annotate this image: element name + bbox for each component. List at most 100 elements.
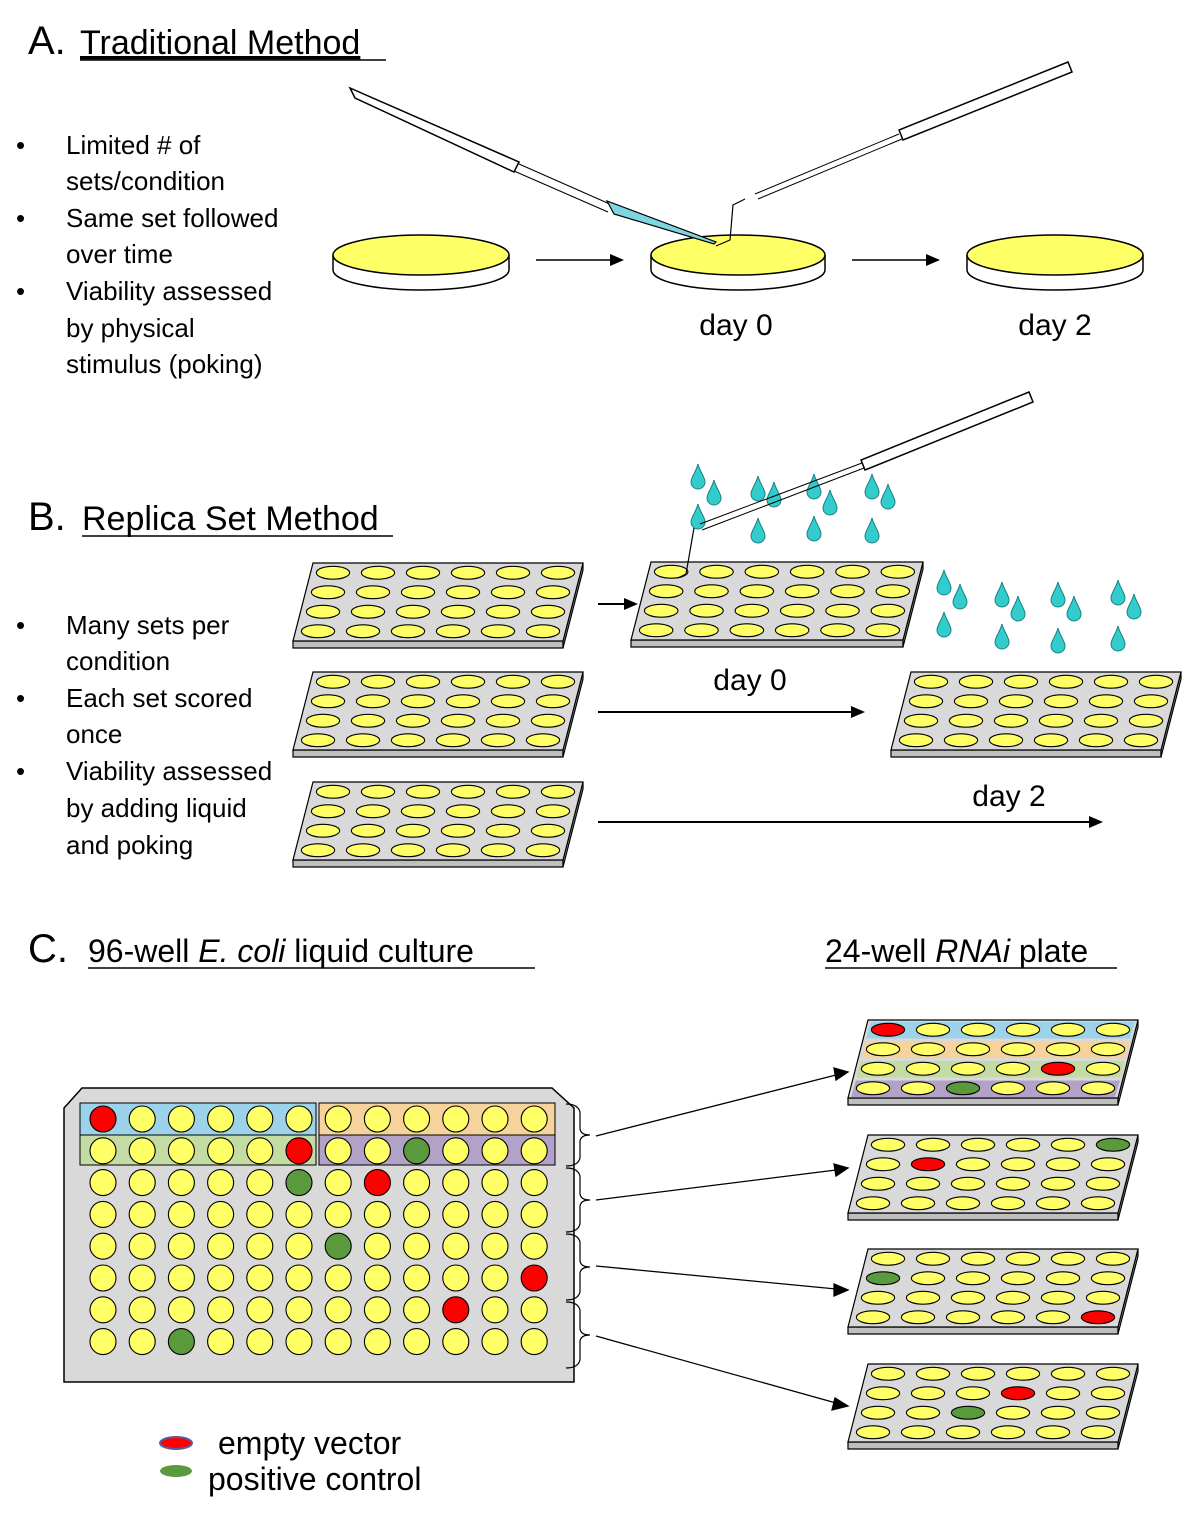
well — [246, 1169, 274, 1197]
well — [855, 1425, 891, 1440]
replica-plate-day0 — [630, 561, 924, 648]
bullet-b2-line1: Each set scored — [66, 683, 252, 713]
well — [1088, 694, 1124, 709]
well — [1083, 713, 1119, 728]
well — [960, 1022, 996, 1037]
well — [860, 1405, 896, 1420]
section-c-letter: C. — [28, 927, 68, 971]
well — [875, 584, 911, 599]
well — [990, 1196, 1026, 1211]
section-a: A. Traditional Method • Limited # of set… — [16, 19, 1144, 379]
well-empty-vector — [89, 1105, 117, 1133]
well — [1080, 1196, 1116, 1211]
well — [403, 1296, 431, 1324]
well — [900, 1081, 936, 1096]
well — [1090, 1042, 1126, 1057]
plate-edge — [847, 1212, 1119, 1221]
petri-dish-2 — [650, 234, 826, 291]
well-positive-control — [403, 1137, 431, 1165]
legend-positive-control-label: positive control — [208, 1461, 421, 1497]
well — [870, 603, 906, 618]
well — [1040, 1290, 1076, 1305]
well — [405, 565, 441, 580]
pipette-left — [348, 86, 718, 245]
well — [485, 604, 521, 619]
well — [950, 1176, 986, 1191]
section-a-bullets: • Limited # of sets/condition • Same set… — [16, 130, 278, 379]
well — [480, 843, 516, 858]
well — [324, 1105, 352, 1133]
well — [395, 823, 431, 838]
well — [915, 1251, 951, 1266]
plate-edge — [292, 749, 564, 758]
section-b: B. Replica Set Method • Many sets per co… — [16, 391, 1182, 868]
arrow-b-3 — [598, 816, 1103, 828]
well — [900, 1196, 936, 1211]
well — [789, 564, 825, 579]
well — [246, 1137, 274, 1165]
well — [910, 1042, 946, 1057]
bullet-dot: • — [16, 276, 25, 306]
well — [481, 1264, 509, 1292]
section-a-title: Traditional Method — [80, 24, 360, 62]
plate-edge — [890, 749, 1162, 758]
brace — [565, 1233, 591, 1301]
well — [835, 564, 870, 579]
well — [915, 1366, 951, 1381]
plate-top — [847, 1363, 1139, 1443]
well — [995, 1176, 1031, 1191]
well — [915, 1137, 951, 1152]
well — [1095, 1022, 1131, 1037]
droplet — [864, 517, 880, 544]
well — [390, 733, 426, 748]
petri-dish-3 — [966, 234, 1144, 291]
well — [1000, 1157, 1036, 1172]
well-empty-vector — [1040, 1061, 1076, 1076]
replica-plate-1 — [292, 562, 584, 649]
well — [285, 1232, 313, 1260]
well — [784, 584, 820, 599]
rnai-plate-4 — [847, 1363, 1139, 1450]
well — [395, 604, 431, 619]
well — [405, 784, 441, 799]
well — [960, 1137, 996, 1152]
well — [128, 1105, 156, 1133]
droplet — [806, 473, 822, 500]
well — [520, 1328, 548, 1356]
plate-top — [630, 561, 924, 641]
well — [1080, 1081, 1116, 1096]
well — [1128, 713, 1164, 728]
well — [345, 624, 381, 639]
well-positive-control — [1095, 1137, 1131, 1152]
section-b-title: Replica Set Method — [82, 500, 379, 538]
well — [305, 713, 341, 728]
well — [310, 585, 346, 600]
well — [207, 1328, 235, 1356]
well — [1005, 1366, 1041, 1381]
well — [955, 1386, 991, 1401]
legend-empty-vector-label: empty vector — [218, 1425, 402, 1461]
well — [400, 585, 436, 600]
well — [1045, 1271, 1081, 1286]
replica-plate-3 — [292, 781, 584, 868]
well — [442, 1328, 470, 1356]
well — [870, 1251, 906, 1266]
well — [435, 624, 471, 639]
well — [998, 694, 1034, 709]
well — [955, 1271, 991, 1286]
well — [1040, 1176, 1076, 1191]
legend-empty-vector-swatch — [159, 1436, 193, 1450]
well — [865, 623, 901, 638]
well — [442, 1264, 470, 1292]
well — [207, 1296, 235, 1324]
arrow-b-1 — [598, 598, 638, 610]
well — [207, 1169, 235, 1197]
well — [403, 1169, 431, 1197]
well — [1138, 674, 1174, 689]
band-green — [79, 1134, 317, 1166]
plate-96-well — [63, 1087, 575, 1383]
well — [128, 1264, 156, 1292]
well — [440, 713, 476, 728]
well — [246, 1264, 274, 1292]
